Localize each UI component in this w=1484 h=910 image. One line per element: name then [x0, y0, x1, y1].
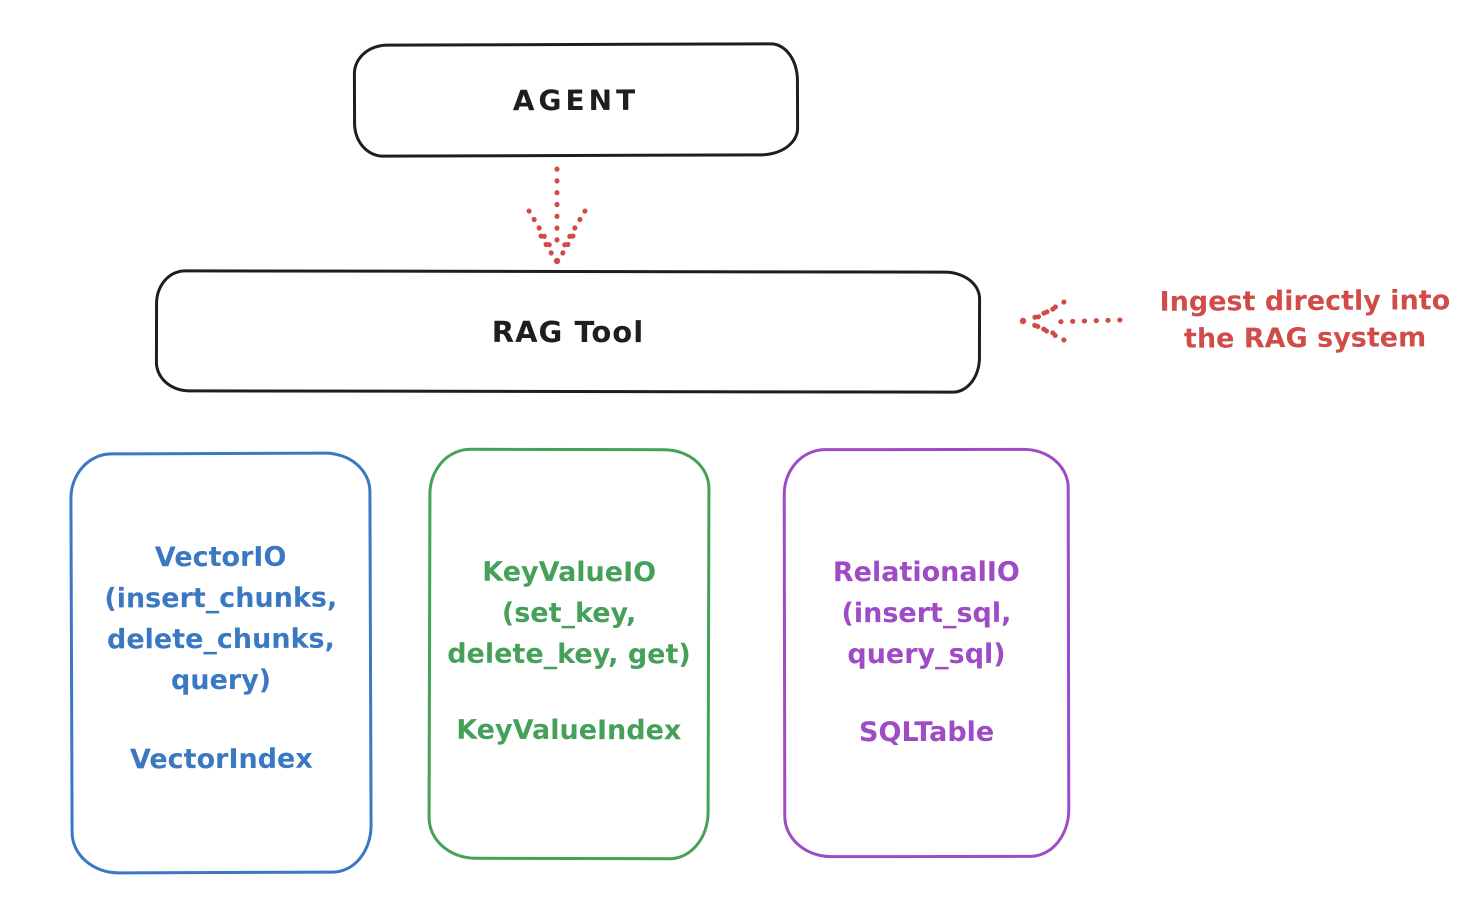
- vector-index-label: VectorIndex: [129, 743, 313, 776]
- ingest-annotation: Ingest directly into the RAG system: [1136, 282, 1474, 358]
- keyvalue-io-box: KeyValueIO (set_key, delete_key, get) Ke…: [427, 447, 711, 861]
- agent-label: AGENT: [512, 83, 640, 117]
- rag-tool-label: RAG Tool: [491, 314, 645, 349]
- vector-io-box: VectorIO (insert_chunks, delete_chunks, …: [69, 451, 373, 875]
- relational-io-box: RelationalIO (insert_sql, query_sql) SQL…: [782, 447, 1071, 859]
- sql-table-label: SQLTable: [859, 716, 995, 749]
- agent-node: AGENT: [352, 42, 800, 158]
- keyvalue-io-api-label: KeyValueIO (set_key, delete_key, get): [447, 556, 691, 671]
- rag-tool-node: RAG Tool: [154, 269, 982, 394]
- relational-io-api-label: RelationalIO (insert_sql, query_sql): [832, 556, 1020, 671]
- ingest-annotation-line: Ingest directly into: [1159, 285, 1451, 318]
- agent-to-ragtool-arrow: [526, 166, 588, 265]
- vector-io-api-label: VectorIO (insert_chunks, delete_chunks, …: [104, 541, 338, 697]
- ingest-annotation-line: the RAG system: [1183, 322, 1427, 355]
- ingest-arrow: [1019, 299, 1123, 343]
- keyvalue-index-label: KeyValueIndex: [456, 714, 682, 747]
